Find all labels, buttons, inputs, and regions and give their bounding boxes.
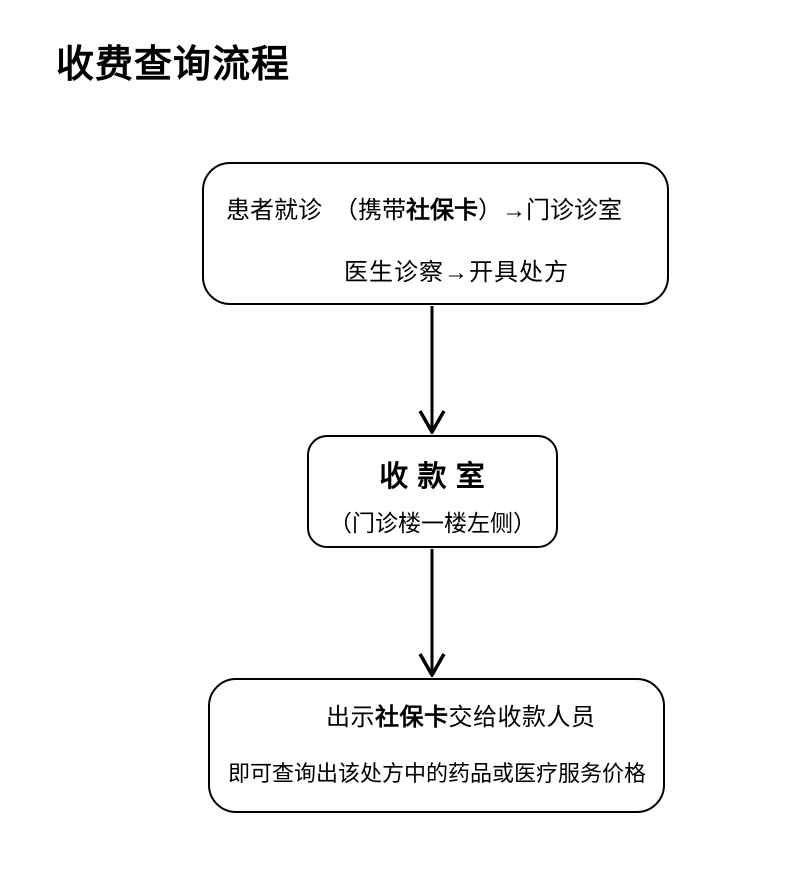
arrow-down-icon — [418, 549, 446, 677]
flow-node-cashier-room: 收 款 室 （门诊楼一楼左侧） — [307, 435, 558, 548]
node2-title: 收 款 室 — [379, 461, 486, 493]
node1-line1: 患者就诊 （携带社保卡）→门诊诊室 — [226, 198, 622, 224]
node1-line2: 医生诊察→开具处方 — [344, 260, 569, 286]
text-segment: 患者就诊 （携带 — [226, 198, 406, 224]
text-segment: ）→门诊诊室 — [478, 198, 622, 224]
flow-node-patient-visit: 患者就诊 （携带社保卡）→门诊诊室 医生诊察→开具处方 — [202, 162, 669, 305]
text-segment: 交给收款人员 — [448, 705, 596, 731]
node3-line2: 即可查询出该处方中的药品或医疗服务价格 — [228, 761, 647, 786]
text-segment-bold-social-security-card: 社保卡 — [375, 705, 449, 731]
arrow-down-icon — [418, 306, 446, 434]
text-segment-bold-social-security-card: 社保卡 — [406, 198, 478, 224]
page-title: 收费查询流程 — [56, 44, 291, 86]
text-segment: 出示 — [326, 705, 375, 731]
node2-subtitle: （门诊楼一楼左侧） — [329, 511, 536, 536]
node3-line1: 出示社保卡交给收款人员 — [326, 705, 596, 731]
flow-node-show-card-inquiry: 出示社保卡交给收款人员 即可查询出该处方中的药品或医疗服务价格 — [208, 678, 665, 813]
